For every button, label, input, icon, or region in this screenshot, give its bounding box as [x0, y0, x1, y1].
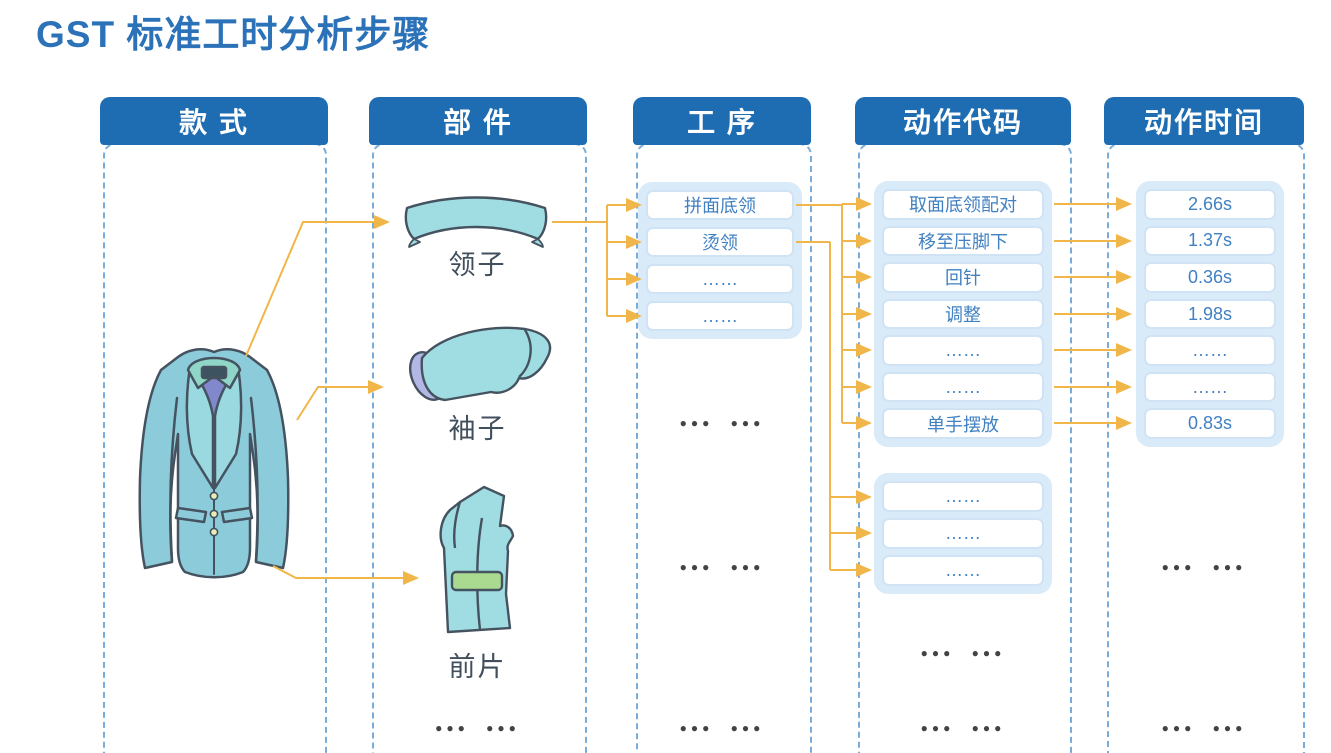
front-piece-label: 前片: [448, 652, 507, 682]
process-step: ……: [646, 264, 794, 294]
process-ellipsis: ●●● ●●●: [679, 560, 765, 574]
action-code: ……: [882, 555, 1044, 586]
action-code: 移至压脚下: [882, 225, 1044, 257]
action-time-ellipsis: ●●● ●●●: [1161, 560, 1247, 574]
action-code: ……: [882, 518, 1044, 549]
action-time: 1.98s: [1144, 298, 1276, 330]
sleeve-label: 袖子: [448, 414, 507, 444]
column-header-process: 工 序: [633, 97, 811, 145]
action-time: ……: [1144, 371, 1276, 403]
process-ellipsis: ●●● ●●●: [679, 721, 765, 735]
collar-illustration: [404, 196, 548, 248]
action-time: 1.37s: [1144, 225, 1276, 257]
action-code-panel-1: 取面底领配对 移至压脚下 回针 调整 …… …… 单手摆放: [874, 181, 1052, 447]
column-header-action-time: 动作时间: [1104, 97, 1304, 145]
action-code: 单手摆放: [882, 408, 1044, 440]
process-step: ……: [646, 301, 794, 331]
action-code: ……: [882, 481, 1044, 512]
action-time: ……: [1144, 335, 1276, 366]
page-title: GST 标准工时分析步骤: [36, 14, 431, 55]
action-code-ellipsis: ●●● ●●●: [920, 721, 1006, 735]
action-code: 回针: [882, 262, 1044, 293]
action-code: ……: [882, 335, 1044, 366]
parts-ellipsis: ●●● ●●●: [435, 721, 520, 735]
action-time: 0.83s: [1144, 408, 1276, 440]
collar-label: 领子: [448, 250, 507, 280]
process-panel: 拼面底领 烫领 …… ……: [638, 182, 802, 339]
column-header-style: 款 式: [100, 97, 328, 145]
process-ellipsis: ●●● ●●●: [679, 416, 765, 430]
action-code-ellipsis: ●●● ●●●: [920, 646, 1006, 660]
column-header-parts: 部 件: [369, 97, 587, 145]
action-time: 2.66s: [1144, 189, 1276, 220]
action-code: 调整: [882, 298, 1044, 330]
sleeve-illustration: [408, 326, 552, 402]
action-code: 取面底领配对: [882, 189, 1044, 220]
process-step: 烫领: [646, 227, 794, 257]
front-piece-illustration: [439, 485, 515, 634]
action-time-panel: 2.66s 1.37s 0.36s 1.98s …… …… 0.83s: [1136, 181, 1284, 447]
action-time-ellipsis: ●●● ●●●: [1161, 721, 1247, 735]
jacket-illustration: [138, 348, 290, 579]
action-code-panel-2: …… …… ……: [874, 473, 1052, 594]
action-time: 0.36s: [1144, 262, 1276, 293]
process-step: 拼面底领: [646, 190, 794, 220]
column-header-action-code: 动作代码: [855, 97, 1071, 145]
action-code: ……: [882, 371, 1044, 403]
